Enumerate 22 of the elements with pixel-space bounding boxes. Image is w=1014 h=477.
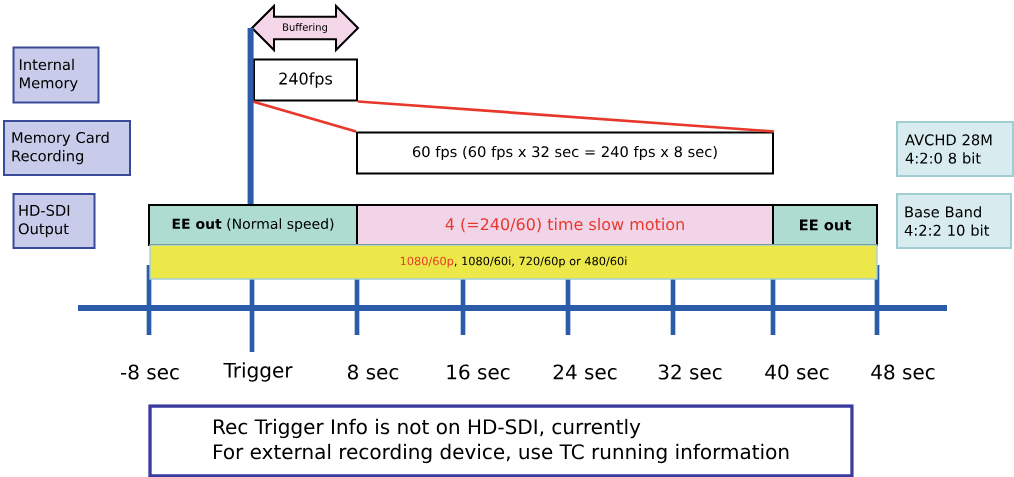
- connector-line: [252, 100, 357, 133]
- output-segment: EE out: [772, 204, 878, 246]
- process-box: 60 fps (60 fps x 32 sec = 240 fps x 8 sec): [356, 131, 774, 175]
- label-box: Internal Memory: [12, 46, 100, 104]
- connector-line: [357, 100, 775, 133]
- tick-label: Trigger: [223, 362, 293, 382]
- format-box: Base Band 4:2:2 10 bit: [896, 193, 1012, 249]
- format-bar: 1080/60p, 1080/60i, 720/60p or 480/60i: [149, 244, 878, 280]
- process-box: 240fps: [253, 58, 358, 102]
- tick-label: 48 sec: [871, 364, 935, 380]
- output-segment: EE out (Normal speed): [148, 204, 358, 246]
- tick-label: 40 sec: [765, 364, 829, 380]
- tick-label: 32 sec: [658, 364, 722, 380]
- tick-label: 24 sec: [553, 364, 617, 380]
- label-box: HD-SDI Output: [12, 193, 96, 249]
- tick-label: 16 sec: [447, 364, 510, 380]
- tick-label: 8 sec: [347, 364, 399, 380]
- output-segment: 4 (=240/60) time slow motion: [356, 204, 774, 246]
- note-box: Rec Trigger Info is not on HD-SDI, currently For external recording device, use TC running information: [148, 404, 854, 477]
- format-box: AVCHD 28M 4:2:0 8 bit: [896, 121, 1014, 177]
- label-box: Memory Card Recording: [3, 120, 131, 176]
- tick-label: -8 sec: [121, 364, 179, 380]
